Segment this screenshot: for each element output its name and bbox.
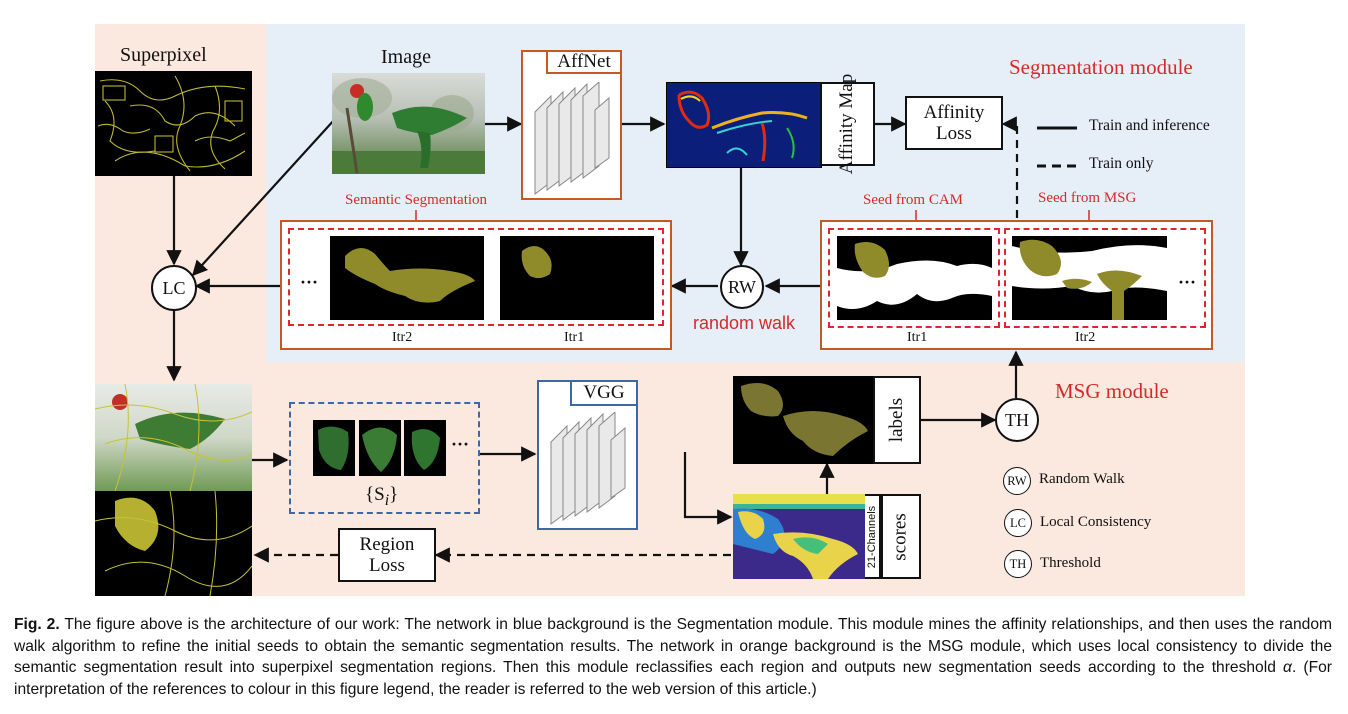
affnet-label-text: AffNet <box>557 51 611 72</box>
superpixel-title: Superpixel <box>120 44 207 66</box>
regions-set-box: ··· {Si} <box>289 402 480 514</box>
legend-rw-icon: RW <box>1003 467 1031 495</box>
semantic-segmentation-dashed <box>288 228 664 326</box>
legend-train-inference: Train and inference <box>1089 117 1210 134</box>
semantic-ellipsis: ··· <box>300 272 319 292</box>
architecture-figure: Superpixel LC Image <box>95 24 1245 596</box>
image-title: Image <box>381 46 431 68</box>
seed-cam-dashed <box>828 228 1000 328</box>
region-crop-1 <box>313 420 355 476</box>
legend-th-label: Threshold <box>1040 555 1101 571</box>
vgg-label-text: VGG <box>583 382 625 403</box>
vgg-layers-icon <box>550 412 626 525</box>
regions-set-close: } <box>389 484 399 505</box>
regions-set-label: {Si} <box>365 484 398 510</box>
superpixel-image <box>95 71 252 176</box>
labels-label: labels <box>886 397 908 443</box>
regions-set-open: {S <box>365 484 385 505</box>
figure-caption: Fig. 2. The figure above is the architec… <box>14 614 1332 700</box>
affinity-loss-line2: Loss <box>936 123 972 144</box>
scores-label: scores <box>890 512 912 561</box>
superpixel-overlay-image <box>95 384 252 491</box>
caption-label: Fig. 2. <box>14 616 60 633</box>
seed-itr2-label: Itr2 <box>1075 330 1096 345</box>
msg-module-background <box>95 362 1245 596</box>
caption-alpha: α <box>1283 659 1292 676</box>
seed-msg-dashed <box>1004 228 1206 328</box>
rw-node: RW <box>720 265 764 309</box>
segmentation-module-title: Segmentation module <box>1009 55 1193 79</box>
seed-from-cam-label: Seed from CAM <box>863 192 963 208</box>
seeds-box: ··· Itr1 Itr2 <box>820 220 1213 350</box>
seed-cam-image <box>837 236 992 320</box>
scores-label-box: scores <box>881 494 921 579</box>
semantic-segmentation-label: Semantic Segmentation <box>345 192 488 208</box>
vgg-box: VGG <box>537 380 638 530</box>
legend-th-icon: TH <box>1004 550 1032 578</box>
connection-arrows <box>166 116 1077 563</box>
caption-text-end: . (For interpretation of the references … <box>14 659 1332 698</box>
region-crop-3 <box>404 420 446 476</box>
segmentation-itr1-image <box>500 236 654 320</box>
semantic-itr2-label: Itr2 <box>392 330 413 345</box>
seed-ellipsis: ··· <box>1178 272 1197 292</box>
vgg-label: VGG <box>570 380 638 406</box>
lc-node: LC <box>151 265 197 311</box>
input-image <box>332 73 485 174</box>
region-loss-line1: Region <box>359 534 415 555</box>
seed-msg-image <box>1012 236 1167 320</box>
affinity-loss-box: Affinity Loss <box>905 96 1003 150</box>
semantic-itr1-label: Itr1 <box>564 330 585 345</box>
segmentation-itr2-image <box>330 236 484 320</box>
labels-image <box>733 376 873 464</box>
scores-image <box>733 494 865 579</box>
th-node: TH <box>995 398 1039 442</box>
caption-text: The figure above is the architecture of … <box>14 616 1332 676</box>
labels-label-box: labels <box>873 376 921 464</box>
regions-set-sub: i <box>384 491 390 509</box>
affnet-layers-icon <box>534 82 610 195</box>
semantic-segmentation-box: ··· Itr2 Itr1 <box>280 220 672 350</box>
region-crop-2 <box>359 420 401 476</box>
channels-label-box: 21-Channels <box>865 494 881 579</box>
affinity-heatmap <box>666 82 822 168</box>
affinity-loss-line1: Affinity <box>923 102 985 123</box>
legend-train-only: Train only <box>1089 155 1154 172</box>
superpixel-overlay-image-2 <box>95 491 252 596</box>
channels-label: 21-Channels <box>866 505 878 568</box>
affinity-map-label-box: Affinity Map <box>820 74 875 174</box>
msg-module-title: MSG module <box>1055 379 1169 403</box>
seed-itr1-label: Itr1 <box>907 330 928 345</box>
legend-lc-icon: LC <box>1004 509 1032 537</box>
region-loss-box: Region Loss <box>338 528 436 582</box>
affnet-box: AffNet <box>521 50 622 200</box>
regions-ellipsis: ··· <box>451 434 470 454</box>
affnet-label: AffNet <box>546 50 622 74</box>
legend-rw-label: Random Walk <box>1039 471 1125 487</box>
random-walk-caption: random walk <box>693 313 796 333</box>
affinity-map-label: Affinity Map <box>836 73 858 175</box>
region-loss-line2: Loss <box>369 555 405 576</box>
seed-from-msg-label: Seed from MSG <box>1038 190 1137 206</box>
legend-lc-label: Local Consistency <box>1040 514 1152 530</box>
